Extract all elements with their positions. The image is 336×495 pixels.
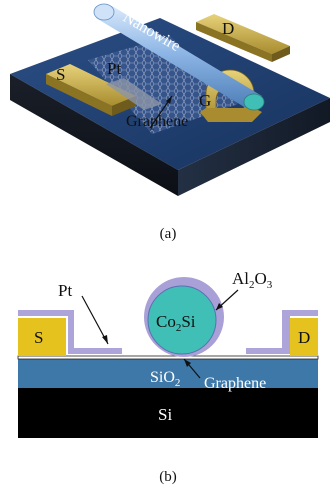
source-label-a: S bbox=[56, 65, 65, 84]
pt-label-a: Pt bbox=[107, 59, 121, 78]
panel-b-illustration: Pt Al2O3 S Co2Si D SiO2 Graphene Si bbox=[17, 269, 319, 438]
sio2-layer bbox=[18, 359, 318, 388]
graphene-label-a: Graphene bbox=[126, 113, 188, 130]
gate-label-a: G bbox=[199, 91, 211, 110]
pt-strip bbox=[106, 78, 162, 110]
source-electrode-end bbox=[112, 96, 136, 116]
nanowire bbox=[93, 3, 265, 111]
pt-coating-right bbox=[246, 310, 318, 354]
sio2-label: SiO2 bbox=[150, 369, 180, 389]
graphene-arrow-head bbox=[166, 96, 172, 104]
co2si-label: Co2Si bbox=[156, 312, 196, 334]
panel-a-illustration: Nanowire D S Pt G Graphene bbox=[10, 3, 330, 196]
gate-electrode-base bbox=[200, 108, 262, 122]
si-layer bbox=[18, 388, 318, 438]
drain-electrode-end bbox=[272, 46, 290, 62]
graphene-arrow-b-head bbox=[184, 359, 191, 367]
drain-block bbox=[290, 318, 318, 356]
pt-coating-left bbox=[18, 310, 122, 354]
graphene-label-b: Graphene bbox=[204, 375, 266, 392]
caption-a: (a) bbox=[159, 226, 177, 242]
pt-arrow bbox=[81, 295, 109, 345]
al2o3-label: Al2O3 bbox=[232, 269, 273, 291]
si-label: Si bbox=[158, 405, 172, 424]
source-block bbox=[18, 318, 66, 356]
source-electrode-side bbox=[46, 74, 112, 116]
substrate-right-face bbox=[178, 98, 330, 196]
caption-b: (b) bbox=[159, 469, 177, 485]
co2si-core bbox=[147, 285, 217, 355]
pt-arrow-head bbox=[102, 335, 108, 344]
drain-electrode-top bbox=[196, 14, 290, 54]
graphene-layer bbox=[17, 355, 319, 360]
pt-label-b: Pt bbox=[58, 281, 72, 300]
drain-label-a: D bbox=[222, 19, 234, 38]
substrate-front-face bbox=[10, 74, 178, 196]
al2o3-arrow-head bbox=[216, 303, 223, 310]
graphene-lattice bbox=[88, 36, 238, 134]
source-electrode-top bbox=[46, 64, 136, 106]
drain-electrode-side bbox=[196, 22, 272, 62]
drain-label-b: D bbox=[298, 328, 310, 347]
source-label-b: S bbox=[34, 328, 43, 347]
